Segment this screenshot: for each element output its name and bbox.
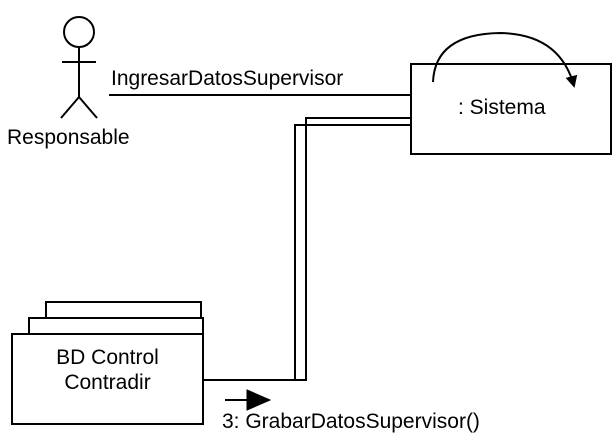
actor-head	[63, 16, 95, 48]
actor-left-leg	[60, 96, 80, 119]
message-label-grabar: 3: GrabarDatosSupervisor()	[222, 410, 480, 433]
message-label-ingresar: IngresarDatosSupervisor	[111, 67, 344, 90]
link-sistema-db-outer	[201, 117, 410, 381]
link-sistema-db-inner	[294, 124, 410, 379]
db-front-box[interactable]	[11, 333, 204, 425]
sistema-label: : Sistema	[458, 96, 546, 119]
actor-icon	[60, 16, 98, 119]
actor-label: Responsable	[7, 126, 130, 149]
message-arrow-icon	[246, 389, 272, 411]
database-stack-icon	[11, 301, 204, 425]
actor-right-leg	[78, 96, 98, 119]
database-label-line1: BD Control	[56, 346, 159, 369]
sistema-box[interactable]	[410, 63, 612, 155]
self-message-arc	[432, 31, 578, 88]
database-label-line2: Contradir	[64, 371, 151, 394]
